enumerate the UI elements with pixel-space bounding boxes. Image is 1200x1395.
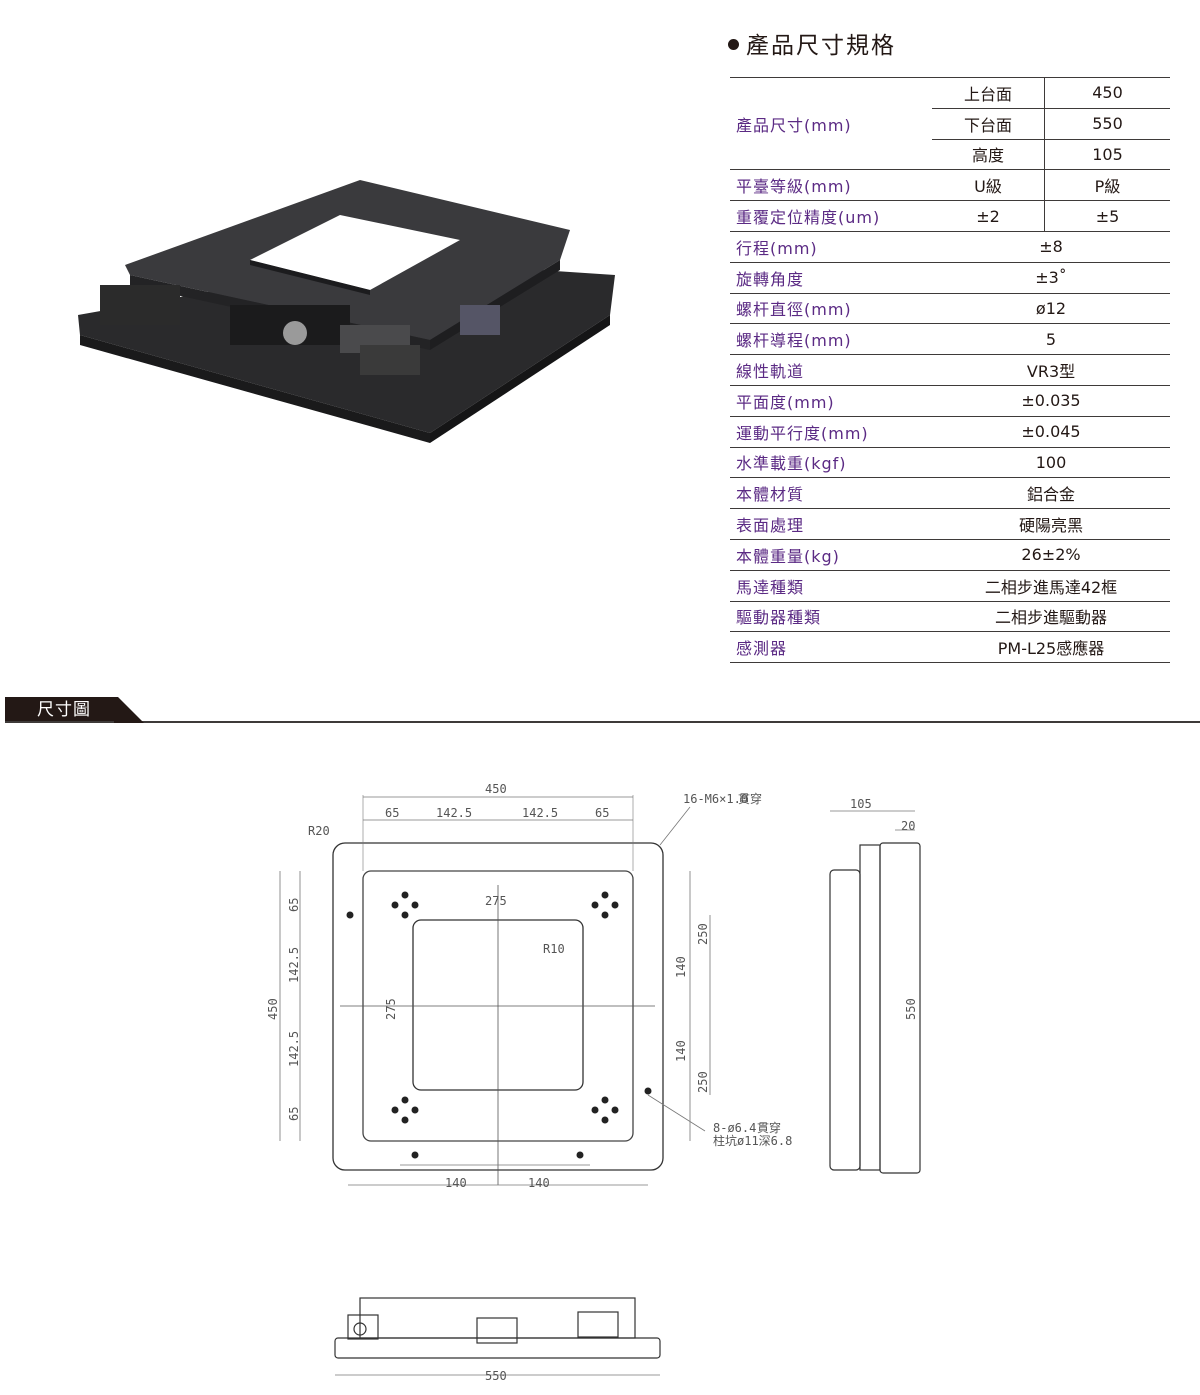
top-view-drawing: 450 65 142.5 142.5 65 R20 275 R10 16-M6×… [266,782,921,1190]
dim-left-height: 450 [266,998,280,1020]
dim-right-140-bottom: 140 [674,1040,688,1062]
dim-top-seg-2: 142.5 [436,806,472,820]
dim-left-seg-2: 142.5 [287,947,301,983]
dim-right-250-bottom: 250 [696,1071,710,1093]
section-header: 尺寸圖 [0,697,1200,725]
side-view [829,810,921,1174]
dim-left-seg-3: 142.5 [287,1031,301,1067]
dim-side-small: 20 [901,819,915,833]
dim-right-140-top: 140 [674,956,688,978]
table-row: 螺杆直徑(mm)ø12 [730,292,1170,324]
dim-opening-v: 275 [384,998,398,1020]
table-row: 螺杆導程(mm)5 [730,323,1170,355]
product-photo [78,180,615,443]
table-row: 水準載重(kgf)100 [730,446,1170,478]
dim-top-width: 450 [485,782,507,796]
dim-corner-radius: R20 [308,824,330,838]
spec-title: 產品尺寸規格 [728,26,896,60]
dim-front-width: 550 [485,1369,507,1383]
table-row: 本體重量(kg)26±2% [730,538,1170,571]
table-row: 旋轉角度±3˚ [730,261,1170,294]
table-row: 表面處理硬陽亮黑 [730,508,1170,540]
table-row: 高度 105 [730,138,1170,170]
dim-top-seg-1: 65 [385,806,399,820]
table-row: 重覆定位精度(um) ±2 ±5 [730,200,1170,232]
table-row: 平臺等級(mm) U級 P級 [730,169,1170,201]
table-row: 馬達種類二相步進馬達42框 [730,569,1170,602]
dim-through-holes: 8-ø6.4 [713,1121,756,1135]
dim-side-height: 550 [904,998,918,1020]
dim-right-250-top: 250 [696,923,710,945]
dim-bottom-140-right: 140 [528,1176,550,1190]
divider [5,721,1200,723]
table-row: 行程(mm)±8 [730,230,1170,263]
dim-left-seg-1: 65 [287,898,301,912]
dim-bottom-140-left: 140 [445,1176,467,1190]
front-view-drawing: 550 [334,1297,661,1383]
dim-tapped-holes: 16-M6×1.0 [683,792,748,806]
table-row: 驅動器種類二相步進驅動器 [730,600,1170,632]
dim-inner-radius: R10 [543,942,565,956]
dim-side-width: 105 [850,797,872,811]
section-tab-corner [114,697,144,723]
bullet-icon [728,39,739,50]
dim-opening: 275 [485,894,507,908]
table-row: 產品尺寸(mm) 下台面 550 [730,107,1170,140]
dim-top-seg-3: 142.5 [522,806,558,820]
table-row: 上台面 450 [730,77,1170,109]
spec-table: 上台面 450 產品尺寸(mm) 下台面 550 高度 105 平臺等級(mm)… [730,77,1170,664]
table-row: 運動平行度(mm)±0.045 [730,415,1170,448]
table-row: 平面度(mm)±0.035 [730,384,1170,417]
dim-left-seg-4: 65 [287,1107,301,1121]
section-title: 尺寸圖 [5,697,115,723]
dim-through-holes-note: 貫穿 [757,1120,781,1135]
dim-top-seg-4: 65 [595,806,609,820]
table-row: 本體材質鋁合金 [730,477,1170,509]
dim-tapped-holes-note: 貫穿 [738,791,762,806]
dim-counterbore: 柱坑ø11深6.8 [713,1133,792,1148]
